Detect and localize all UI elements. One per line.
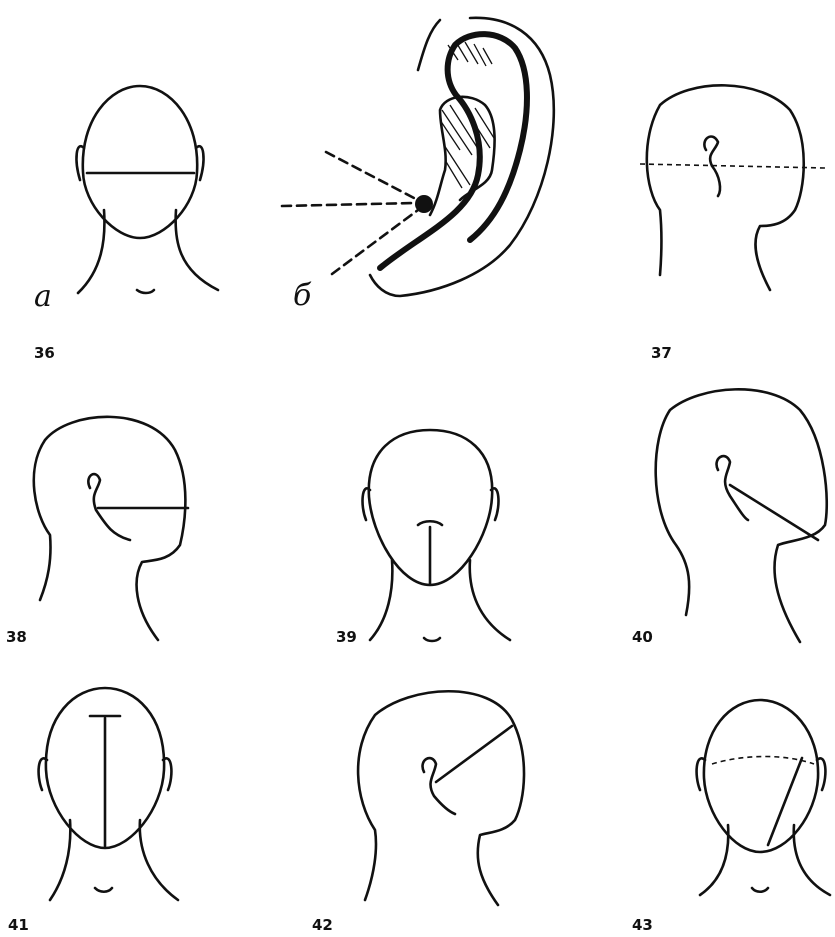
fig-42-side-head	[358, 691, 524, 905]
label-36: 36	[34, 344, 55, 362]
letter-b: б	[293, 278, 312, 313]
label-39: 39	[336, 628, 357, 646]
label-37: 37	[651, 344, 672, 362]
label-38: 38	[6, 628, 27, 646]
fig-36b-ear-diagram	[282, 18, 554, 296]
fig-43-front-head	[697, 700, 830, 895]
fig-37-side-head	[640, 85, 825, 290]
label-42: 42	[312, 916, 333, 934]
letter-a: a	[34, 279, 52, 314]
fig-40-side-head	[656, 389, 827, 642]
label-40: 40	[632, 628, 653, 646]
fig-38-side-head	[34, 417, 188, 640]
fig-36a-front-head	[77, 86, 218, 293]
label-41: 41	[8, 916, 29, 934]
label-43: 43	[632, 916, 653, 934]
fig-39-front-head	[363, 430, 510, 641]
fig-41-front-head	[39, 688, 178, 900]
